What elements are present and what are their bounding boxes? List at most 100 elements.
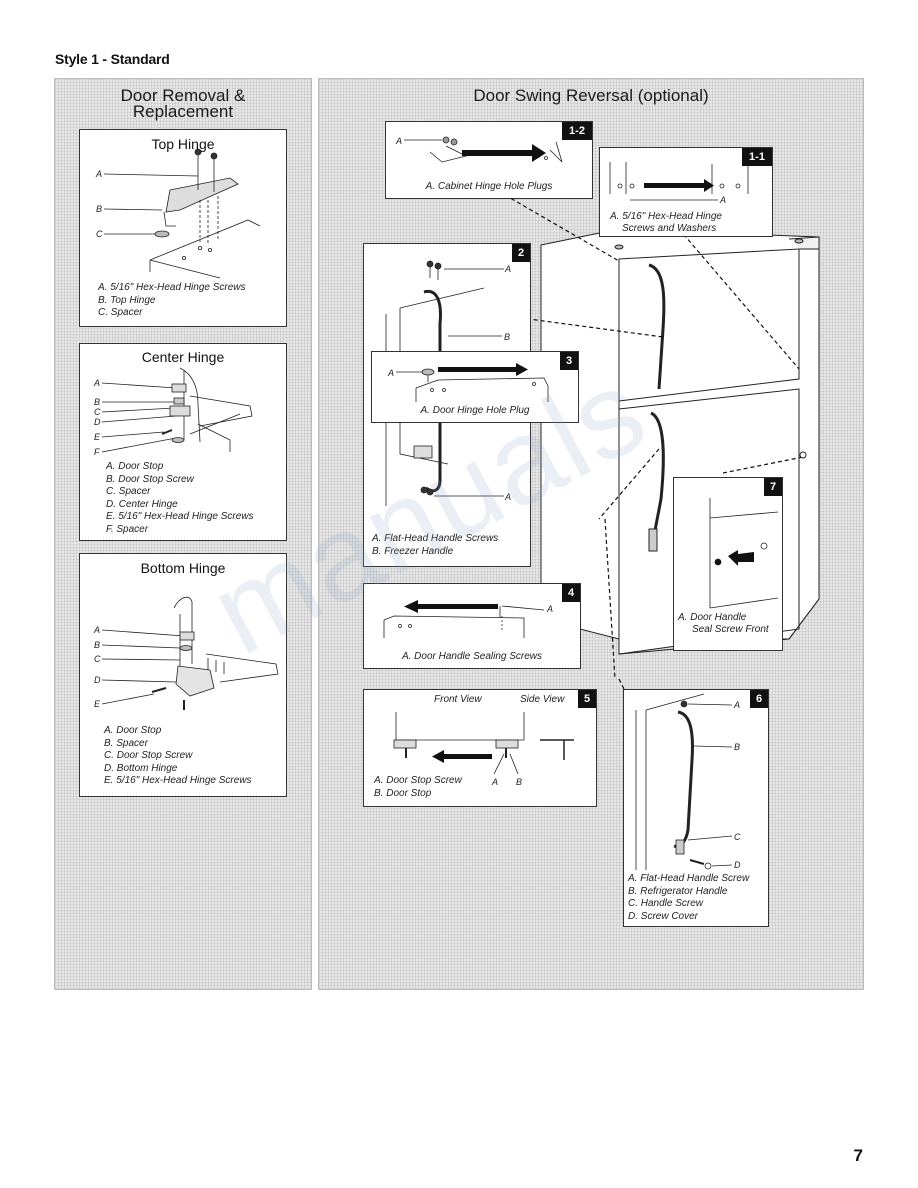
step-5-legend-b: B. Door Stop <box>374 787 432 799</box>
step-1-2-box: 1-2 A A. Cabinet Hinge Hole Plugs <box>385 121 593 199</box>
bottom-hinge-box: Bottom Hinge A B C D E <box>79 553 287 797</box>
center-hinge-legend-b: B. Door Stop Screw <box>106 473 194 485</box>
step-1-1-letter-a: A <box>720 195 727 205</box>
top-hinge-legend-a: A. 5/16" Hex-Head Hinge Screws <box>98 282 246 293</box>
step-6-letter-d: D <box>734 860 741 870</box>
step-6-box: 6 A B C D A. Flat-Head Handle Screw <box>623 689 769 927</box>
step-1-1-badge: 1-1 <box>742 148 772 166</box>
bottom-hinge-legend-b: B. Spacer <box>104 737 148 749</box>
center-hinge-letter-c: C <box>94 407 101 417</box>
step-7-diagram <box>709 498 779 609</box>
bottom-hinge-legend-a: A. Door Stop <box>104 725 162 736</box>
step-3-caption: A. Door Hinge Hole Plug <box>420 405 530 416</box>
bottom-hinge-legend-c: C. Door Stop Screw <box>104 750 193 762</box>
bottom-hinge-letter-a: A <box>94 625 101 635</box>
center-hinge-letter-a: A <box>94 378 101 388</box>
style-title: Style 1 - Standard <box>55 51 170 67</box>
step-5-legend: A. Door Stop Screw B. Door Stop <box>374 775 462 800</box>
step-4-letter-a: A <box>547 604 554 614</box>
step-6-legend-c: C. Handle Screw <box>628 898 704 910</box>
step-4-badge: 4 <box>562 584 580 602</box>
page-number: 7 <box>853 1146 863 1165</box>
step-1-2-letter-a: A <box>396 136 403 146</box>
step-4-diagram <box>383 600 545 638</box>
top-hinge-title: Top Hinge <box>151 136 215 152</box>
top-hinge-letter-b: B <box>96 204 103 214</box>
step-4-caption: A. Door Handle Sealing Screws <box>401 651 543 662</box>
top-hinge-legend-c: C. Spacer <box>98 307 143 319</box>
step-5-diagram <box>393 712 574 775</box>
step-7-caption-line1: A. Door Handle <box>678 612 747 623</box>
bottom-hinge-diagram <box>101 596 279 710</box>
step-6-legend-a: A. Flat-Head Handle Screw <box>628 873 750 884</box>
step-6-badge: 6 <box>750 690 768 708</box>
step-5-box: 5 Front View Side View A B A. Door S <box>363 689 597 807</box>
door-swing-reversal-title: Door Swing Reversal (optional) <box>473 86 709 105</box>
top-hinge-letter-a: A <box>96 169 103 179</box>
center-hinge-legend-e: E. 5/16" Hex-Head Hinge Screws <box>106 511 254 523</box>
step-6-legend: A. Flat-Head Handle Screw B. Refrigerato… <box>628 873 749 923</box>
center-hinge-title: Center Hinge <box>141 349 225 365</box>
step-2-legend-a: A. Flat-Head Handle Screws <box>372 533 499 544</box>
center-hinge-legend-c: C. Spacer <box>106 486 151 498</box>
step-3-letter-a: A <box>388 368 395 378</box>
top-hinge-diagram <box>103 148 261 279</box>
step-6-letter-a: A <box>734 700 741 710</box>
step-5-side-view-label: Side View <box>520 694 565 705</box>
step-1-2-badge: 1-2 <box>562 122 592 140</box>
bottom-hinge-letter-e: E <box>94 699 101 709</box>
step-2-legend: A. Flat-Head Handle Screws B. Freezer Ha… <box>372 533 498 558</box>
center-hinge-letter-f: F <box>94 447 100 457</box>
door-removal-panel: Door Removal & Replacement Top Hinge A B… <box>54 78 312 990</box>
step-1-1-caption-line2: Screws and Washers <box>622 223 717 234</box>
center-hinge-legend-a: A. Door Stop <box>106 461 164 472</box>
step-5-letter-a: A <box>492 777 499 787</box>
step-5-badge: 5 <box>578 690 596 708</box>
step-1-2-diagram <box>404 136 563 163</box>
center-hinge-diagram <box>101 367 253 453</box>
step-6-legend-b: B. Refrigerator Handle <box>628 885 728 897</box>
center-hinge-legend-d: D. Center Hinge <box>106 498 178 510</box>
bottom-hinge-letter-c: C <box>94 654 101 664</box>
step-1-1-caption-line1: A. 5/16" Hex-Head Hinge <box>610 211 722 222</box>
top-hinge-letter-c: C <box>96 229 103 239</box>
step-7-caption-line2: Seal Screw Front <box>692 624 769 635</box>
bottom-hinge-letter-d: D <box>94 675 101 685</box>
center-hinge-letter-b: B <box>94 397 101 407</box>
bottom-hinge-legend: A. Door Stop B. Spacer C. Door Stop Scre… <box>104 725 252 788</box>
door-removal-title-line2: Replacement <box>132 102 234 121</box>
step-6-diagram <box>635 693 733 870</box>
step-1-2-caption: A. Cabinet Hinge Hole Plugs <box>425 181 553 192</box>
top-hinge-legend-b: B. Top Hinge <box>98 294 156 306</box>
center-hinge-letter-e: E <box>94 432 101 442</box>
door-swing-reversal-panel: Door Swing Reversal (optional) <box>318 78 864 990</box>
step-1-1-diagram <box>609 162 749 201</box>
step-2-badge: 2 <box>512 244 530 262</box>
bottom-hinge-letter-b: B <box>94 640 101 650</box>
step-2-letter-a-bottom: A <box>505 492 512 502</box>
step-4-box: 4 A A. Door Handle Sealing Screws <box>363 583 581 669</box>
step-6-letter-c: C <box>734 832 741 842</box>
bottom-hinge-legend-d: D. Bottom Hinge <box>104 762 178 774</box>
center-hinge-legend: A. Door Stop B. Door Stop Screw C. Space… <box>106 461 254 537</box>
step-5-letter-b: B <box>516 777 523 787</box>
top-hinge-legend: A. 5/16" Hex-Head Hinge Screws B. Top Hi… <box>98 282 246 320</box>
center-hinge-legend-f: F. Spacer <box>106 523 149 535</box>
step-3-badge: 3 <box>560 352 578 370</box>
step-3-diagram <box>396 363 549 402</box>
step-6-legend-d: D. Screw Cover <box>628 910 699 922</box>
step-2-letter-b: B <box>504 332 511 342</box>
step-2-legend-b: B. Freezer Handle <box>372 545 454 557</box>
step-7-box: 7 A. Door Handle Seal Screw Front <box>673 477 783 651</box>
bottom-hinge-legend-e: E. 5/16" Hex-Head Hinge Screws <box>104 775 252 787</box>
center-hinge-box: Center Hinge A B C D E F <box>79 343 287 541</box>
step-5-front-view-label: Front View <box>434 694 482 705</box>
top-hinge-box: Top Hinge A B C <box>79 129 287 327</box>
step-1-1-box: 1-1 A A. 5/16" Hex-Head Hinge Screws and… <box>599 147 773 237</box>
center-hinge-letter-d: D <box>94 417 101 427</box>
step-6-letter-b: B <box>734 742 741 752</box>
door-removal-title-line1: Door Removal & <box>120 86 246 105</box>
step-5-legend-a: A. Door Stop Screw <box>374 775 462 786</box>
step-2-letter-a-top: A <box>505 264 512 274</box>
bottom-hinge-title: Bottom Hinge <box>140 560 226 576</box>
